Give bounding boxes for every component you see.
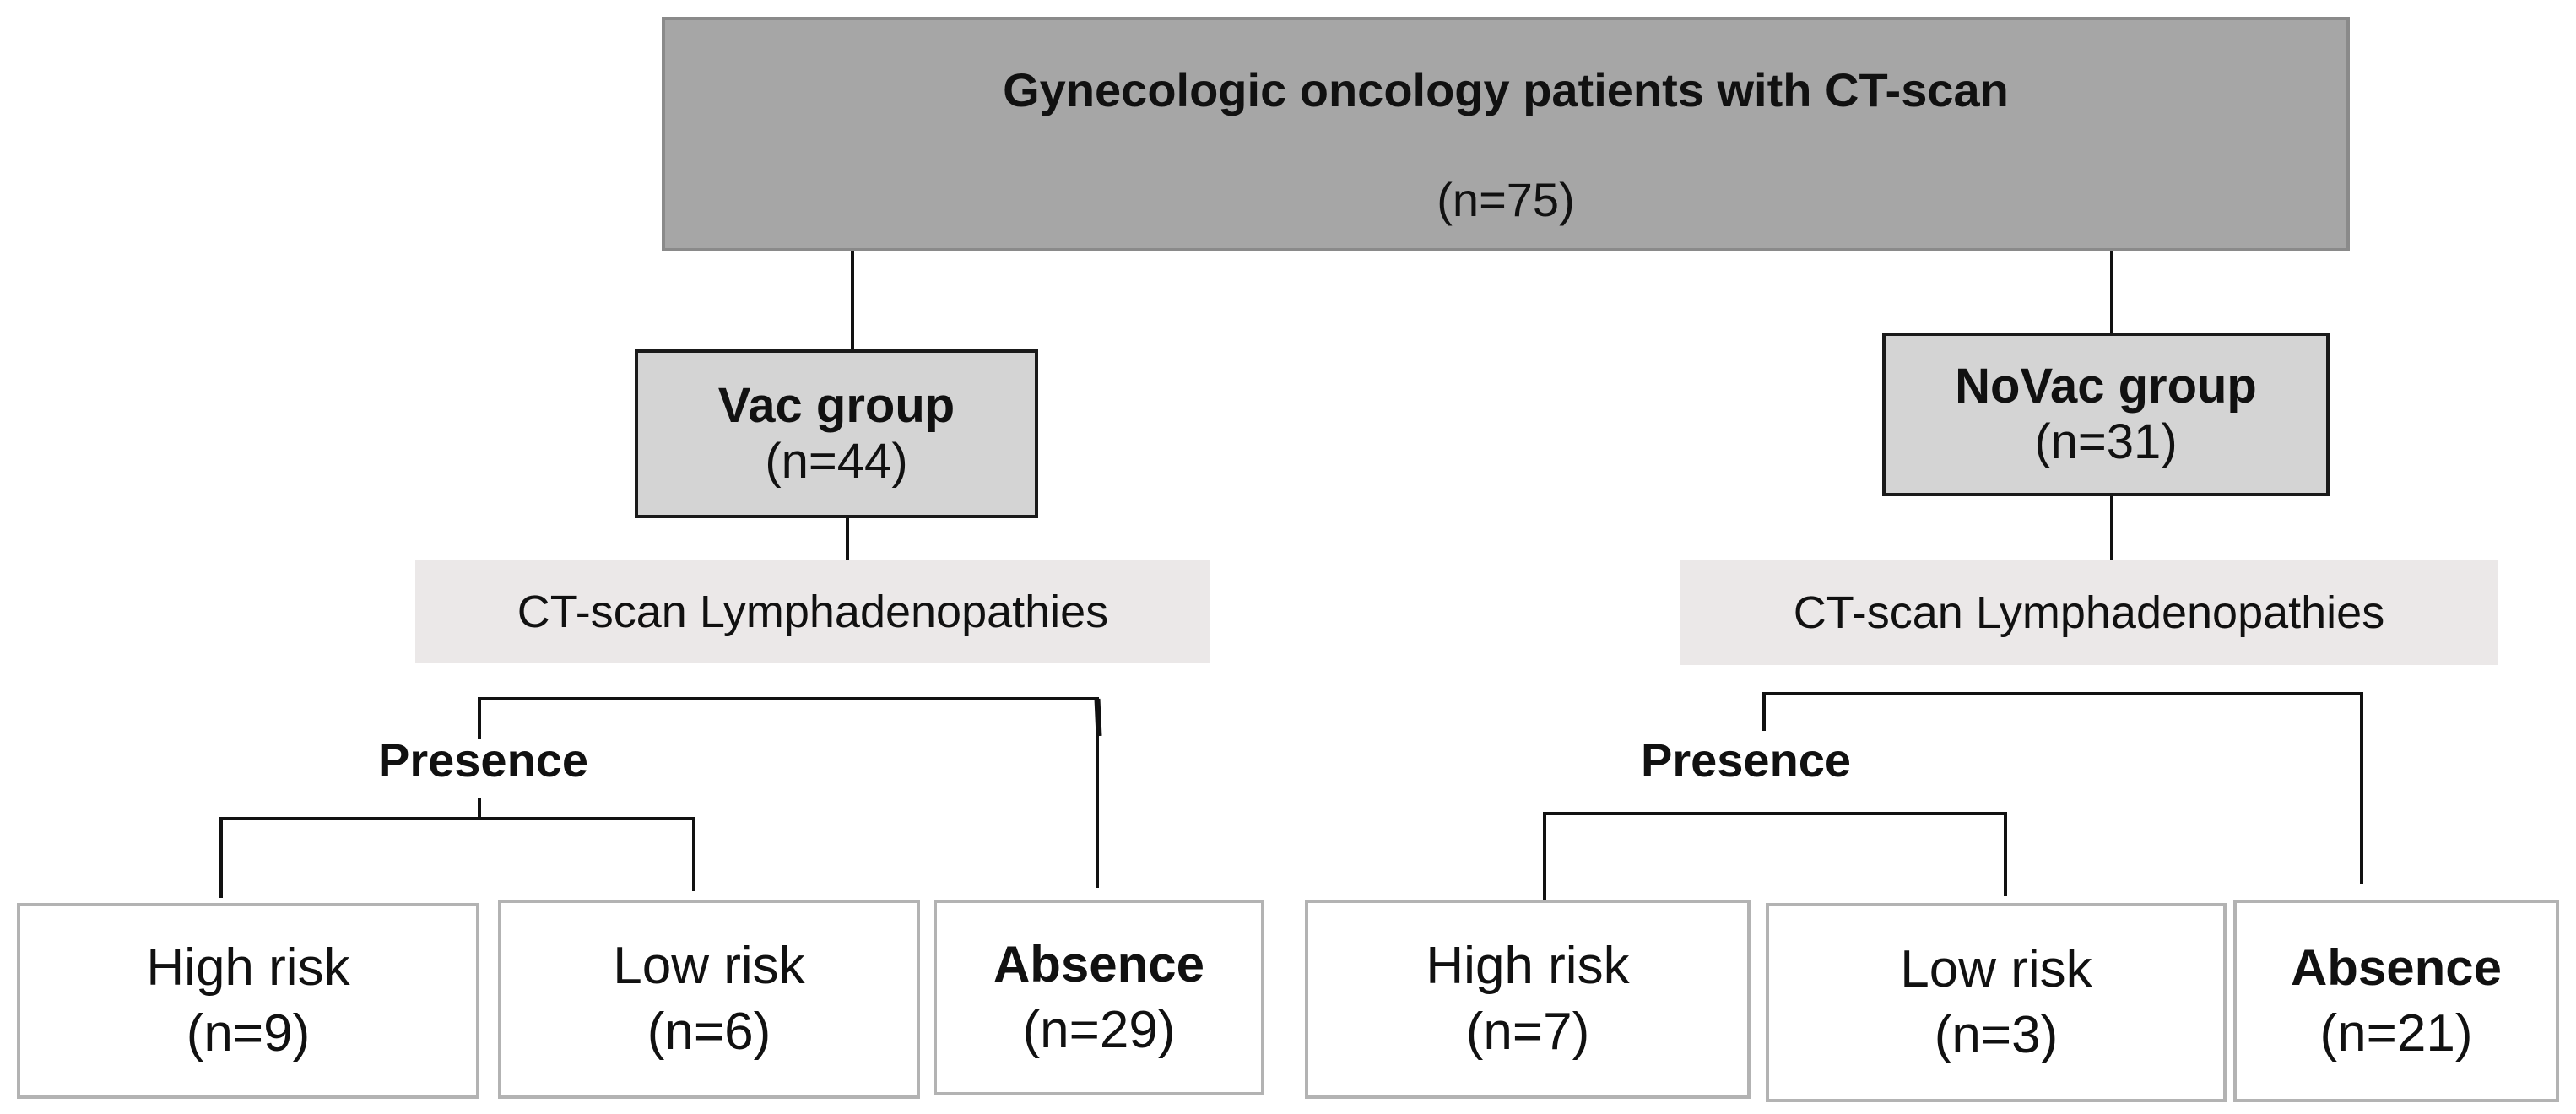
- vac-low-risk-count: (n=6): [647, 1003, 771, 1061]
- novac-high-risk-label: High risk: [1426, 937, 1630, 995]
- vac-group-box: Vac group (n=44): [635, 349, 1038, 518]
- vac-presence-label: Presence: [378, 733, 589, 787]
- novac-ct-label: CT-scan Lymphadenopathies: [1793, 587, 2385, 638]
- root-title: Gynecologic oncology patients with CT-sc…: [1003, 63, 2009, 116]
- novac-group-title: NoVac group: [1955, 359, 2257, 414]
- novac-group-box: NoVac group (n=31): [1882, 333, 2330, 496]
- novac-absence-label: Absence: [2290, 939, 2503, 996]
- root-box: Gynecologic oncology patients with CT-sc…: [662, 17, 2350, 251]
- vac-ct-label: CT-scan Lymphadenopathies: [517, 587, 1109, 637]
- novac-ct-label-box: CT-scan Lymphadenopathies: [1680, 560, 2498, 665]
- vac-high-risk-box: High risk (n=9): [17, 903, 479, 1099]
- vac-bracket-tick: [1094, 698, 1102, 737]
- vac-high-risk-count: (n=9): [186, 1004, 311, 1063]
- vac-group-count: (n=44): [765, 434, 908, 489]
- novac-group-count: (n=31): [2034, 414, 2178, 469]
- vac-low-risk-box: Low risk (n=6): [498, 900, 920, 1099]
- novac-high-risk-box: High risk (n=7): [1305, 900, 1751, 1099]
- novac-presence-bracket: [1543, 812, 2007, 900]
- vac-low-risk-label: Low risk: [613, 937, 805, 995]
- root-count: (n=75): [1437, 173, 1575, 226]
- vac-absence-label: Absence: [993, 936, 1205, 992]
- novac-low-risk-label: Low risk: [1900, 940, 2092, 998]
- vac-ct-label-box: CT-scan Lymphadenopathies: [415, 560, 1210, 663]
- novac-low-risk-count: (n=3): [1934, 1006, 2059, 1064]
- novac-ct-bracket: [1762, 692, 2363, 884]
- vac-high-risk-label: High risk: [146, 938, 350, 997]
- novac-absence-count: (n=21): [2319, 1004, 2473, 1063]
- novac-low-risk-box: Low risk (n=3): [1766, 903, 2227, 1102]
- vac-ct-bracket: [478, 697, 1099, 888]
- vac-group-title: Vac group: [717, 378, 955, 433]
- novac-absence-box: Absence (n=21): [2233, 900, 2559, 1102]
- vac-presence-bracket: [219, 817, 695, 898]
- novac-high-risk-count: (n=7): [1465, 1003, 1590, 1061]
- novac-presence-label: Presence: [1641, 733, 1852, 787]
- vac-absence-count: (n=29): [1022, 1001, 1176, 1059]
- vac-absence-box: Absence (n=29): [934, 900, 1264, 1095]
